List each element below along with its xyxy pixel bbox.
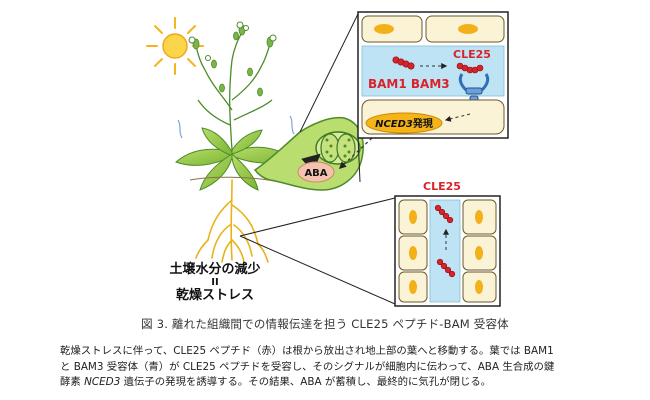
drought-stress: 乾燥ストレス	[175, 288, 254, 303]
leaf-connector-lines	[299, 13, 361, 183]
nced3-gene-name: NCED3	[375, 119, 413, 130]
description-line-2: と BAM3 受容体（青）が CLE25 ペプチドを受容し、そのシグナルが細胞内…	[60, 360, 555, 373]
svg-text:NCED3発現: NCED3発現	[375, 117, 433, 130]
description-nced3-gene: NCED3	[84, 376, 121, 388]
equals-symbol: II	[211, 277, 219, 288]
soil-stress-label: 土壌水分の減少 II 乾燥ストレス	[150, 262, 280, 304]
root-cle25-label: CLE25	[423, 180, 461, 193]
root-connector-lines	[239, 197, 396, 305]
aba-bubble: ABA	[297, 161, 335, 183]
nced3-expression-oval: NCED3発現	[365, 112, 443, 134]
sun-icon	[146, 17, 204, 75]
soil-moisture-decrease: 土壌水分の減少	[169, 262, 261, 277]
nced3-expression-suffix: 発現	[412, 117, 433, 130]
aba-label: ABA	[304, 168, 327, 179]
description-line-3-pre: 酵素	[60, 376, 85, 388]
figure-description: 乾燥ストレスに伴って、CLE25 ペプチド（赤）は根から放出され地上部の葉へと移…	[60, 344, 600, 391]
plant-illustration	[175, 21, 295, 263]
leaf-cle25-label: CLE25	[453, 48, 491, 61]
description-line-1: 乾燥ストレスに伴って、CLE25 ペプチド（赤）は根から放出され地上部の葉へと移…	[60, 345, 554, 357]
root-cell-panel: CLE25	[394, 180, 501, 307]
leaf-cell-panel: CLE25 BAM1 BAM3 NCED3発現	[357, 11, 509, 139]
description-line-3: 酵素 NCED3 遺伝子の発現を誘導する。その結果、ABA が蓄積し、最終的に気…	[60, 375, 600, 391]
figure-caption: 図 3. 離れた組織間での情報伝達を担う CLE25 ペプチド-BAM 受容体	[141, 317, 509, 331]
cle25-signaling-diagram: ABA CLE25 BAM1 BAM3	[146, 11, 509, 307]
bam-receptor-label: BAM1 BAM3	[368, 77, 450, 91]
stoma-icon	[315, 131, 361, 165]
description-line-3-post: 遺伝子の発現を誘導する。その結果、ABA が蓄積し、最終的に気孔が閉じる。	[120, 376, 492, 388]
leaf-zoom-bubble: ABA	[253, 116, 373, 191]
